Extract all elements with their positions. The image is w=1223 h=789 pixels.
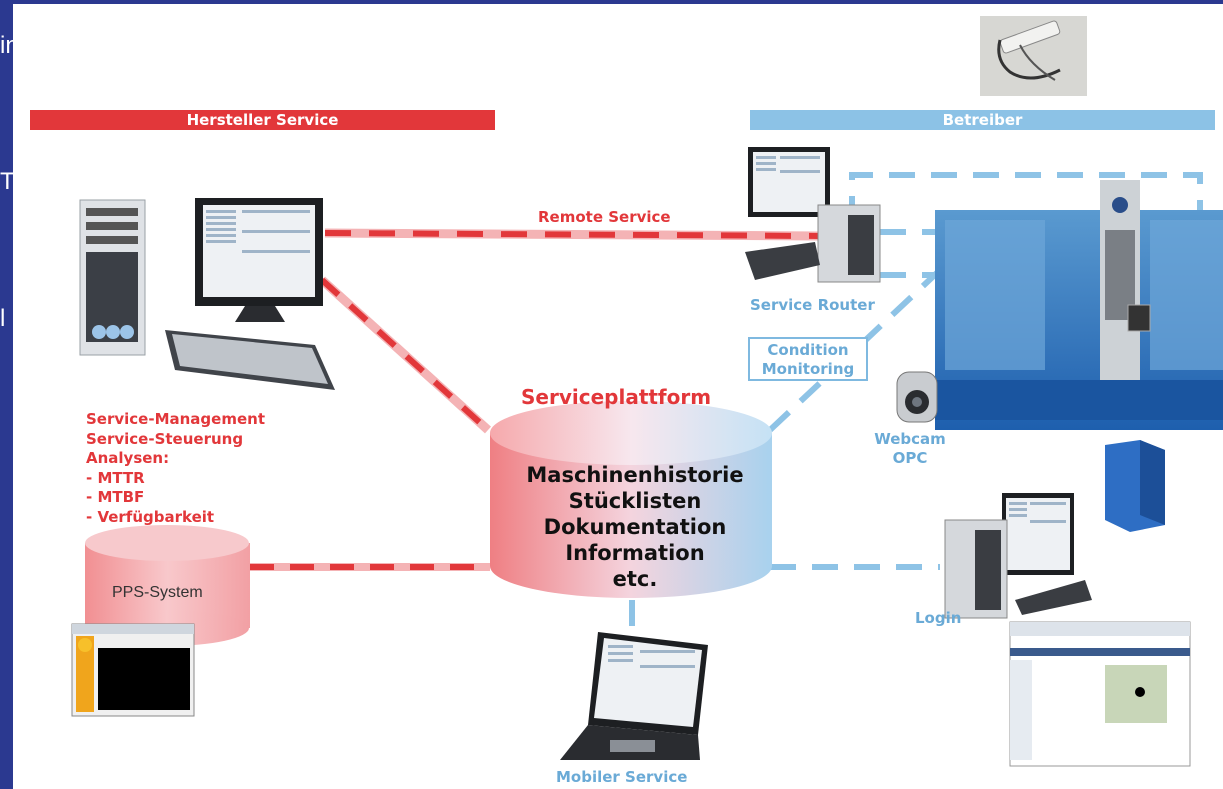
management-line-6: - Verfügbarkeit [86,507,215,526]
header-bar-left [30,110,495,130]
platform-items: Maschinenhistorie Stücklisten Dokumentat… [500,462,770,592]
mobile-laptop [560,632,708,760]
remote-line-dash [324,230,821,239]
opc-label: OPC [892,449,928,467]
webcam-opc-label: Webcam OPC [865,430,955,468]
login-pc [944,493,1092,619]
platform-item-information: Information [565,541,705,565]
platform-item-etc: etc. [612,567,658,591]
opc-box [1105,440,1165,532]
pps-cylinder [85,525,250,646]
management-line-4: - MTTR [86,468,145,487]
edge-fragment-2: T [0,168,15,195]
pc-platform-line-base [318,276,492,434]
webcam-label: Webcam [874,430,946,448]
platform-title: Serviceplattform [521,385,712,409]
machine-tool [935,180,1223,430]
workstation-pc [79,198,335,390]
header-hersteller-service: Hersteller Service [186,111,339,129]
service-router-label: Service Router [750,296,875,314]
platform-item-maschinenhistorie: Maschinenhistorie [526,463,744,487]
platform-item-stuecklisten: Stücklisten [568,489,702,513]
edge-fragment-1: in [0,32,19,59]
red-connections [250,228,821,571]
router-loop-top [849,172,1203,222]
pps-system-label: PPS-System [112,584,203,601]
service-router-pc [745,147,881,283]
management-line-3: Analysen: [86,449,170,467]
pps-screenshot [71,623,195,717]
header-bar-right [750,110,1215,130]
platform-cylinder [490,401,772,598]
cable-photo [980,16,1087,96]
condition-monitoring-line-1: Condition [767,341,849,359]
mobile-service-label: Mobiler Service [556,768,688,786]
condition-monitoring-line-2: Monitoring [761,360,855,378]
header-betreiber: Betreiber [942,111,1023,129]
condition-monitoring-label: Condition Monitoring [748,337,868,381]
management-line-5: - MTBF [86,488,145,506]
edge-fragment-3: l [0,305,6,332]
platform-item-dokumentation: Dokumentation [543,515,727,539]
login-label: Login [915,609,962,627]
webcam-device [896,371,938,423]
management-line-2: Service-Steuerung [86,429,244,448]
management-list: Service-Management Service-Steuerung Ana… [86,410,265,527]
management-line-1: Service-Management [86,410,265,428]
portal-screenshot [1009,621,1191,767]
remote-service-label: Remote Service [538,208,671,226]
